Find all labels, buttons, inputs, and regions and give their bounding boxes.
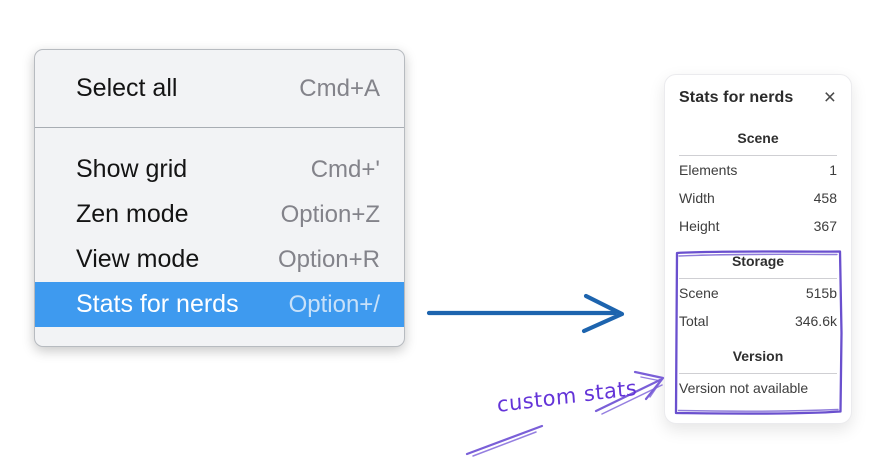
section-heading-scene: Scene [737,130,779,146]
stat-row-height: Height 367 [679,212,837,240]
divider [679,155,837,156]
stat-label: Total [679,313,709,329]
stats-panel: Stats for nerds × Scene Elements 1 Width… [664,74,852,424]
menu-item-shortcut: Option+Z [280,200,380,228]
flow-arrow-head [581,293,625,334]
annotation-arrow-tail [465,424,544,456]
annotation-arrow-head-sketch [640,376,662,398]
menu-section-top: Select all Cmd+A [35,50,404,127]
menu-item-shortcut: Option+/ [288,290,380,318]
stat-value: 458 [813,190,837,206]
menu-item-zen-mode[interactable]: Zen mode Option+Z [35,192,404,237]
stat-value: 367 [813,218,837,234]
stat-row-elements: Elements 1 [679,156,837,184]
stat-row-total: Total 346.6k [679,307,837,335]
stat-row-scene: Scene 515b [679,279,837,307]
menu-item-label: Stats for nerds [76,290,239,318]
stat-value: 515b [805,285,837,301]
annotation-arrow-tail-sketch [472,431,537,457]
menu-separator [35,127,404,128]
stat-label: Scene [679,285,719,301]
context-menu: Select all Cmd+A Show grid Cmd+' Zen mod… [34,49,405,347]
annotation-custom-stats: custom stats [496,375,639,417]
stat-value: 1 [829,162,837,178]
stats-panel-title: Stats for nerds [679,89,794,106]
section-heading-version: Version [732,348,784,364]
close-icon[interactable]: × [823,86,836,109]
annotation-arrow-head [633,370,665,401]
stat-label: Width [679,190,715,206]
menu-item-label: Show grid [76,155,188,183]
version-note: Version not available [679,380,809,396]
section-heading-storage: Storage [731,253,785,269]
flow-arrow [426,293,625,334]
menu-section-bottom: Show grid Cmd+' Zen mode Option+Z View m… [35,128,404,346]
stats-panel-header: Stats for nerds × [679,87,837,109]
menu-item-select-all[interactable]: Select all Cmd+A [35,66,404,111]
menu-item-show-grid[interactable]: Show grid Cmd+' [35,147,404,192]
menu-item-label: View mode [76,245,200,273]
menu-item-stats-for-nerds[interactable]: Stats for nerds Option+/ [35,282,404,327]
stat-row-width: Width 458 [679,184,837,212]
stat-label: Height [679,218,720,234]
stat-label: Elements [679,162,738,178]
menu-item-view-mode[interactable]: View mode Option+R [35,237,404,282]
menu-item-label: Select all [76,74,178,102]
menu-item-label: Zen mode [76,200,189,228]
menu-item-shortcut: Option+R [277,245,380,273]
stat-value: 346.6k [794,313,837,329]
menu-item-shortcut: Cmd+' [310,155,380,183]
menu-item-shortcut: Cmd+A [299,74,380,102]
